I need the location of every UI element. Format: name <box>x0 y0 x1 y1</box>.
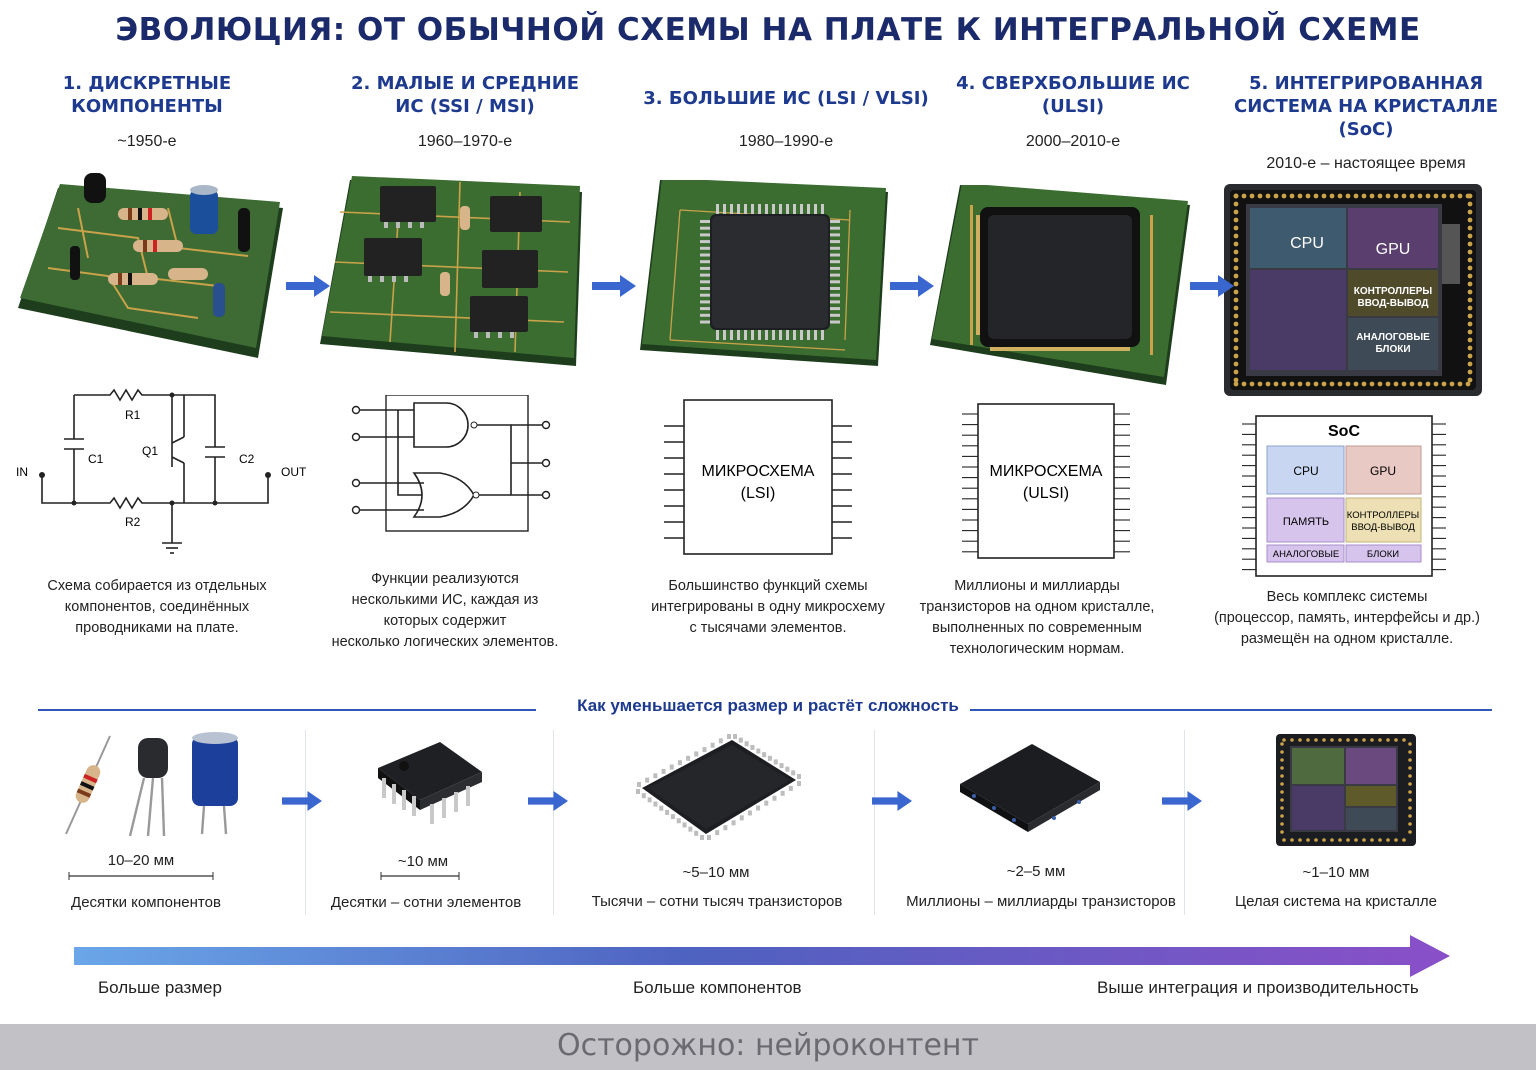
divider <box>305 730 306 915</box>
stage-description: Весь комплекс системы (процессор, память… <box>1214 589 1480 647</box>
gradient-label-left: Больше размер <box>98 978 222 997</box>
label-r1: R1 <box>125 408 141 422</box>
stage-description: Функции реализуются несколькими ИС, кажд… <box>331 571 559 650</box>
soc-diagram-title: SoC <box>1328 423 1360 440</box>
qfp-chip-photo <box>636 734 801 840</box>
stage-period: 1980–1990-е <box>738 133 834 150</box>
arrow-right-icon <box>528 791 568 811</box>
size-dimension-line <box>68 872 214 880</box>
divider-right <box>970 709 1492 711</box>
size-description: Целая система на кристалле <box>1234 893 1438 910</box>
page-title: ЭВОЛЮЦИЯ: ОТ ОБЫЧНОЙ СХЕМЫ НА ПЛАТЕ К ИН… <box>115 12 1421 48</box>
soc-gpu-label: GPU <box>1370 464 1396 478</box>
stage-description: Схема собирается из отдельных компоненто… <box>47 578 267 636</box>
stage-description: Миллионы и миллиарды транзисторов на одн… <box>919 578 1155 657</box>
bga-chip-photo <box>960 744 1100 832</box>
soc-memory-label: ПАМЯТЬ <box>1283 516 1329 528</box>
ulsi-chip-diagram: МИКРОСХЕМА (ULSI) <box>962 403 1130 559</box>
lsi-chip-diagram: МИКРОСХЕМА (LSI) <box>664 399 852 555</box>
stage-2: 2. МАЛЫЕ И СРЕДНИЕ ИС (SSI / MSI) <box>320 72 610 118</box>
gradient-label-right: Выше интеграция и производительность <box>1097 978 1419 997</box>
dip-chip-photo <box>378 742 482 824</box>
stage-period: 2010-е – настоящее время <box>1266 155 1466 172</box>
stage-1: 1. ДИСКРЕТНЫЕ КОМПОНЕНТЫ <box>2 72 292 118</box>
gradient-label-middle: Больше компонентов <box>633 978 802 997</box>
arrow-right-icon <box>592 275 636 297</box>
soc-chip-photo: CPU GPU КОНТРОЛЛЕРЫ ВВОД-ВЫВОД АНАЛОГОВЫ… <box>1224 184 1482 396</box>
stage-period: 2000–2010-е <box>1025 133 1121 150</box>
size-dimension-line <box>380 872 460 880</box>
soc-photo-io1: КОНТРОЛЛЕРЫ <box>1354 286 1433 297</box>
soc-io1-label: КОНТРОЛЛЕРЫ <box>1347 510 1419 521</box>
soc-photo-an2: БЛОКИ <box>1375 344 1410 355</box>
size-description: Десятки – сотни элементов <box>330 894 522 911</box>
arrow-right-icon <box>282 791 322 811</box>
arrow-right-icon <box>286 275 330 297</box>
stage-4: 4. СВЕРХБОЛЬШИЕ ИС (ULSI) <box>928 72 1218 118</box>
stage-description: Большинство функций схемы интегрированы … <box>651 578 885 636</box>
size-description: Миллионы – миллиарды транзисторов <box>906 893 1176 910</box>
ssi-msi-pcb-photo <box>320 176 582 366</box>
soc-photo-an1: АНАЛОГОВЫЕ <box>1356 332 1430 343</box>
divider <box>874 730 875 915</box>
soc-photo-io2: ВВОД-ВЫВОД <box>1357 298 1428 309</box>
divider <box>1184 730 1185 915</box>
stage-5: 5. ИНТЕГРИРОВАННАЯ СИСТЕМА НА КРИСТАЛЛЕ … <box>1221 72 1511 141</box>
soc-blocks-label: БЛОКИ <box>1367 549 1399 560</box>
progress-gradient-arrow <box>74 935 1450 977</box>
stage-title: 2. МАЛЫЕ И СРЕДНИЕ ИС (SSI / MSI) <box>350 73 580 117</box>
soc-small-photo <box>1276 734 1416 846</box>
stage-title: 1. ДИСКРЕТНЫЕ КОМПОНЕНТЫ <box>62 73 232 117</box>
label-out: OUT <box>281 465 307 479</box>
lsi-chip-label: МИКРОСХЕМА <box>702 463 815 480</box>
lsi-chip-sublabel: (LSI) <box>741 485 776 502</box>
label-q1: Q1 <box>142 444 158 458</box>
discrete-schematic: R1 R2 C1 C2 Q1 IN OUT <box>16 388 307 554</box>
stage-3: 3. БОЛЬШИЕ ИС (LSI / VLSI) <box>641 87 931 110</box>
size-description: Десятки компонентов <box>71 894 221 911</box>
stage-period: ~1950-е <box>117 133 177 150</box>
size-label: 10–20 мм <box>107 852 175 869</box>
soc-photo-cpu: CPU <box>1290 235 1324 252</box>
section-heading: Как уменьшается размер и растёт сложност… <box>577 696 959 715</box>
discrete-parts-photo <box>65 732 238 837</box>
arrow-right-icon <box>890 275 934 297</box>
soc-analog-label: АНАЛОГОВЫЕ <box>1273 549 1339 560</box>
stage-period: 1960–1970-е <box>417 133 513 150</box>
divider <box>553 730 554 915</box>
soc-block-diagram: SoC CPU GPU ПАМЯТЬ КОНТРОЛЛЕРЫ ВВОД-ВЫВО… <box>1242 415 1446 577</box>
arrow-right-icon <box>1190 275 1234 297</box>
divider-left <box>38 709 536 711</box>
label-c1: C1 <box>88 452 104 466</box>
stage-title: 5. ИНТЕГРИРОВАННАЯ СИСТЕМА НА КРИСТАЛЛЕ … <box>1233 73 1498 140</box>
soc-io2-label: ВВОД-ВЫВОД <box>1351 522 1415 533</box>
ulsi-chip-label: МИКРОСХЕМА <box>990 463 1103 480</box>
soc-cpu-label: CPU <box>1293 464 1318 478</box>
ulsi-chip-photo <box>930 185 1190 385</box>
soc-photo-gpu: GPU <box>1376 241 1411 258</box>
stage-title: 3. БОЛЬШИЕ ИС (LSI / VLSI) <box>643 88 929 109</box>
ulsi-chip-sublabel: (ULSI) <box>1023 485 1069 502</box>
lsi-chip-photo <box>640 180 888 366</box>
arrow-right-icon <box>872 791 912 811</box>
size-label: ~5–10 мм <box>682 864 750 881</box>
logic-gates-diagram <box>351 395 551 532</box>
footer-watermark: Осторожно: нейроконтент <box>0 1024 1536 1070</box>
label-in: IN <box>16 465 28 479</box>
arrow-right-icon <box>1162 791 1202 811</box>
size-label: ~1–10 мм <box>1302 864 1370 881</box>
stage-title: 4. СВЕРХБОЛЬШИЕ ИС (ULSI) <box>956 73 1190 117</box>
size-label: ~2–5 мм <box>1006 863 1066 880</box>
size-label: ~10 мм <box>397 853 449 870</box>
discrete-pcb-photo <box>18 173 283 358</box>
label-c2: C2 <box>239 452 255 466</box>
label-r2: R2 <box>125 515 141 529</box>
size-description: Тысячи – сотни тысяч транзисторов <box>591 893 843 910</box>
